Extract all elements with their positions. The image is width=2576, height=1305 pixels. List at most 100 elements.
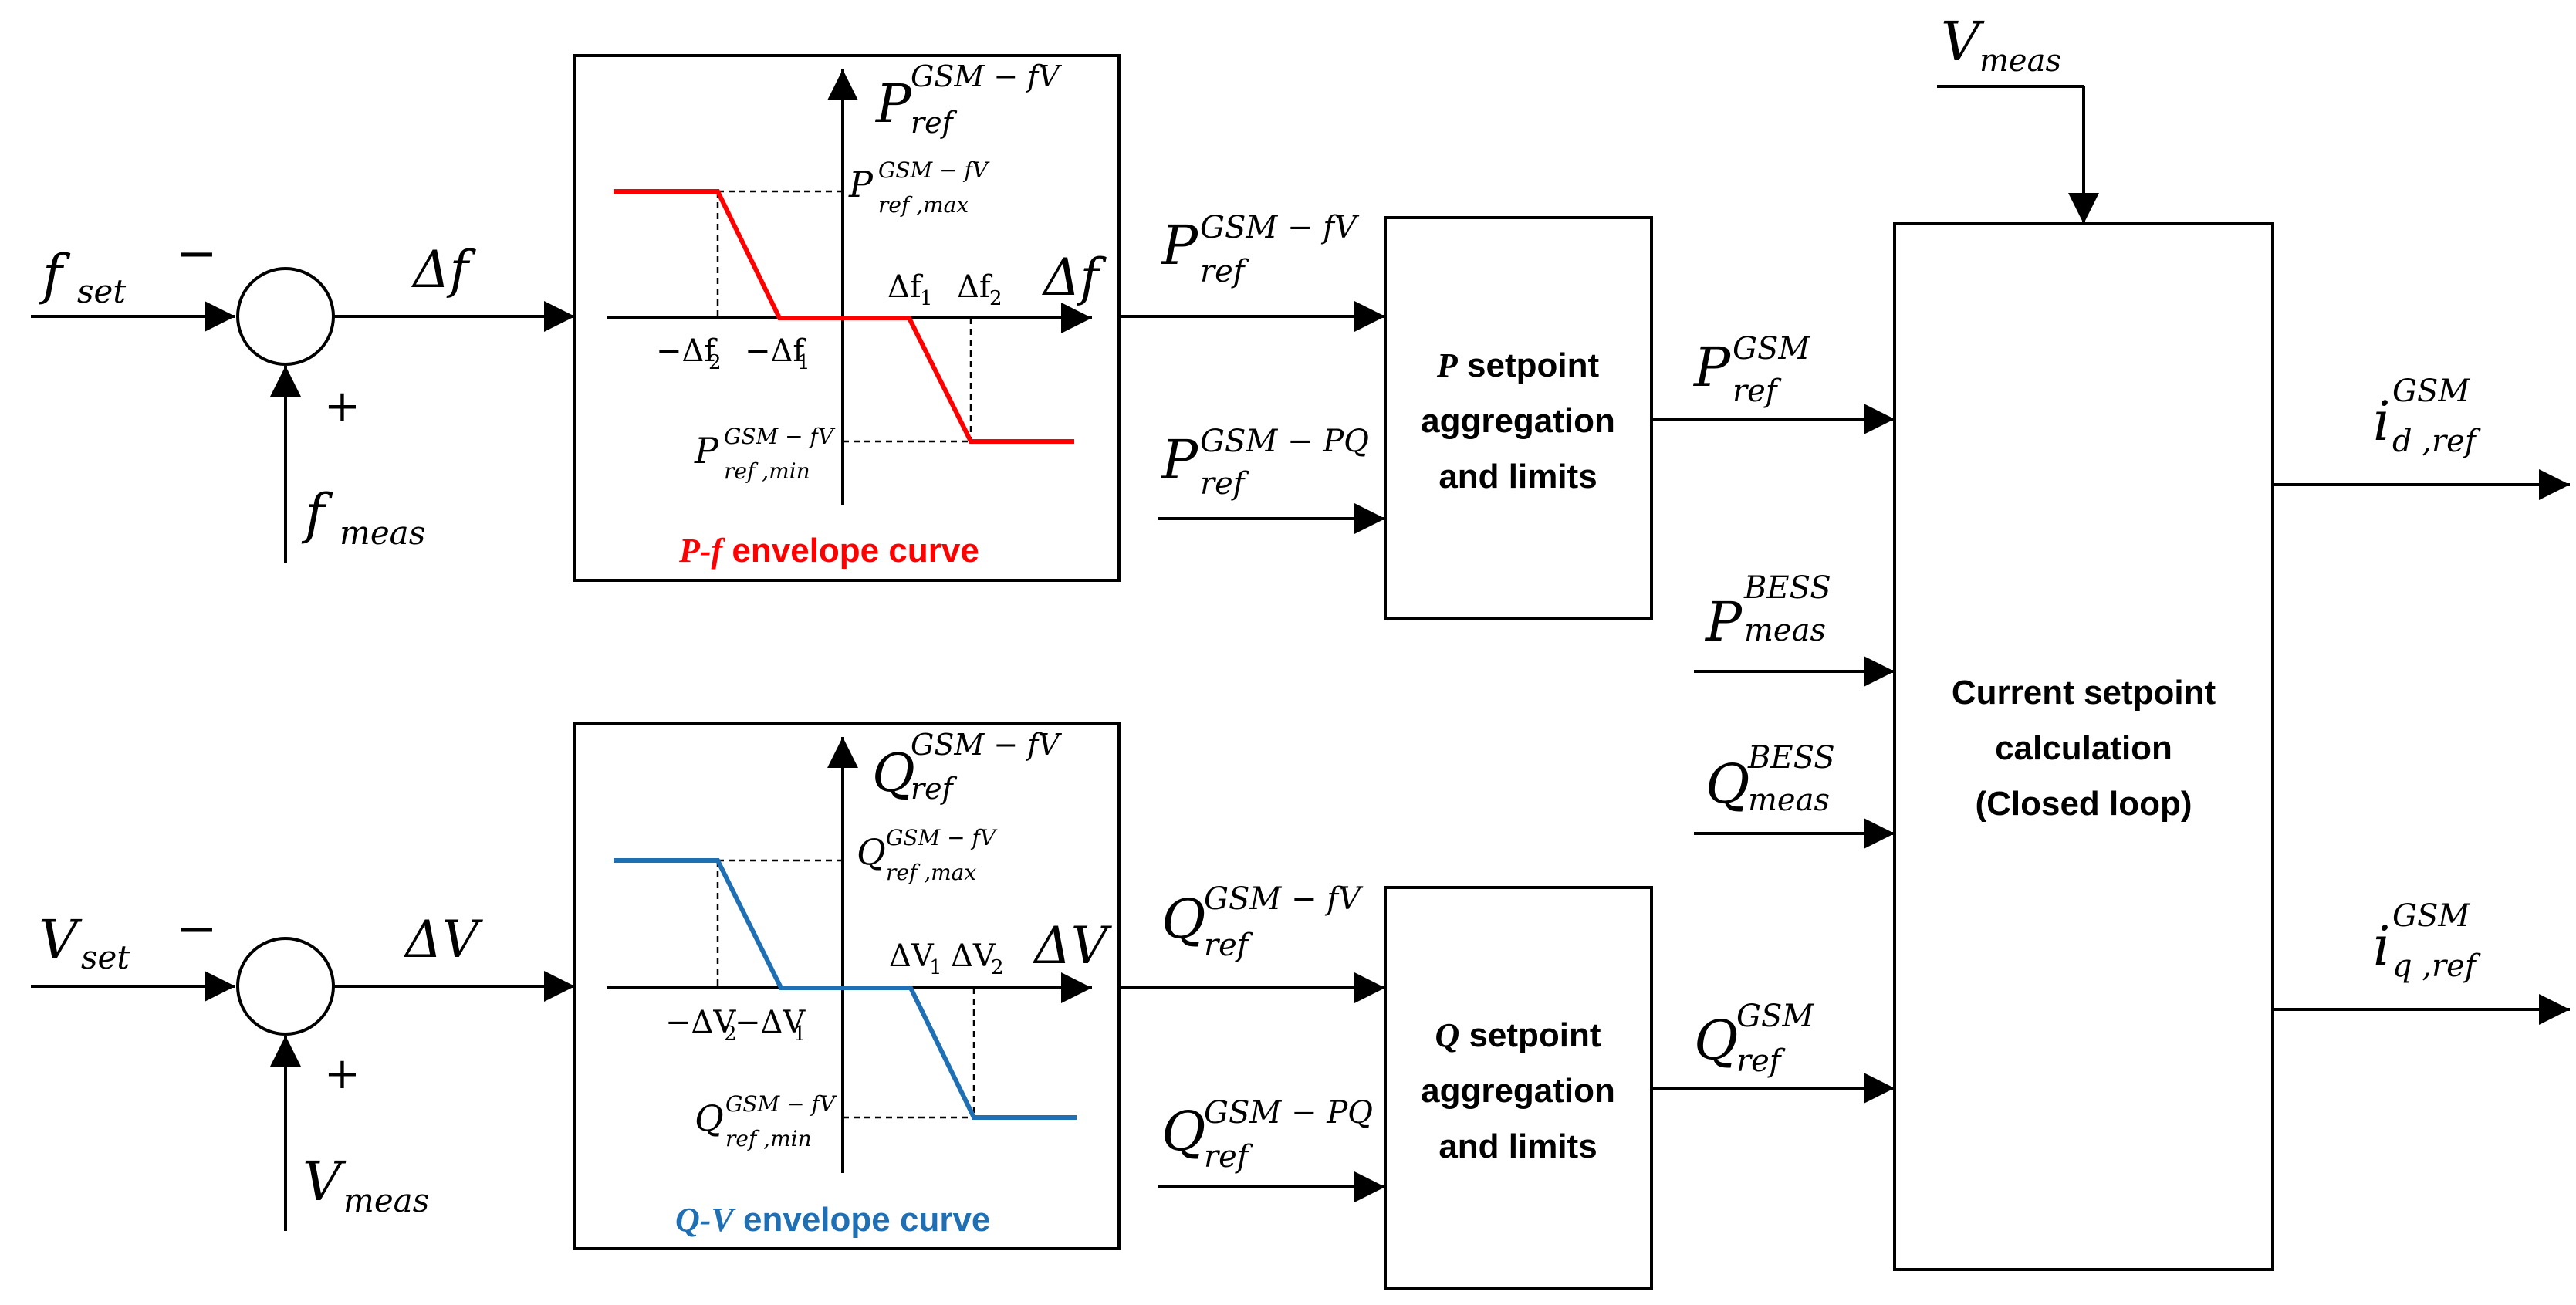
- svg-text:set: set: [77, 272, 126, 310]
- qmeas-bess-label: Q BESS meas: [1706, 740, 1835, 818]
- sum1-plus: +: [324, 381, 360, 431]
- svg-text:ref: ref: [1733, 374, 1782, 409]
- svg-text:1: 1: [793, 1023, 806, 1046]
- pf-tick-neg-df1: −Δf 1: [745, 333, 810, 374]
- qv-caption: Q-V envelope curve: [675, 1201, 990, 1239]
- svg-text:GSM − fV: GSM − fV: [878, 157, 990, 183]
- svg-text:Q: Q: [1706, 752, 1749, 816]
- svg-text:P: P: [1160, 214, 1199, 277]
- qref-pq-label: Q GSM − PQ ref: [1161, 1095, 1373, 1175]
- pf-caption: P-f envelope curve: [678, 532, 979, 570]
- qref-gsm-label: Q GSM ref: [1694, 999, 1814, 1079]
- fmeas-label: f meas: [301, 482, 425, 552]
- id-ref-label: i GSM d ,ref: [2373, 374, 2481, 459]
- pf-tick-df1: Δf 1: [887, 269, 933, 310]
- pref-pq-label: P GSM − PQ ref: [1160, 424, 1369, 502]
- svg-text:BESS: BESS: [1743, 570, 1831, 606]
- svg-text:ref: ref: [1204, 1139, 1253, 1175]
- svg-text:GSM − fV: GSM − fV: [724, 424, 836, 449]
- qv-max-label: Q GSM − fV ref ,max: [857, 825, 998, 885]
- svg-text:−Δf: −Δf: [745, 333, 806, 369]
- pmeas-bess-label: P BESS meas: [1704, 570, 1831, 654]
- pref-gsm-label: P GSM ref: [1692, 331, 1810, 409]
- svg-text:GSM − fV: GSM − fV: [725, 1091, 837, 1117]
- svg-text:meas: meas: [1979, 43, 2061, 79]
- qv-tick-dv1: ΔV 1: [889, 938, 942, 979]
- svg-text:GSM: GSM: [1733, 331, 1810, 367]
- summing-junction-f: [236, 267, 335, 366]
- svg-text:GSM − fV: GSM − fV: [1200, 210, 1360, 245]
- svg-text:ref ,min: ref ,min: [725, 1126, 812, 1151]
- svg-text:q ,ref: q ,ref: [2392, 948, 2481, 984]
- svg-text:meas: meas: [343, 1182, 429, 1219]
- sum1-minus: −: [176, 225, 218, 282]
- fset-label: f set: [39, 243, 126, 310]
- svg-text:ΔV: ΔV: [889, 938, 935, 974]
- svg-text:Δf: Δf: [957, 269, 993, 305]
- pf-max-label: P GSM − fV ref ,max: [848, 157, 990, 218]
- svg-text:ref: ref: [1204, 928, 1253, 963]
- svg-text:i: i: [2373, 915, 2390, 978]
- svg-text:set: set: [81, 938, 130, 976]
- vmeas-top-label: V meas: [1941, 10, 2061, 79]
- svg-text:−ΔV: −ΔV: [735, 1005, 806, 1040]
- sum2-plus: +: [324, 1049, 360, 1099]
- current-line3: (Closed loop): [1975, 785, 2192, 823]
- svg-text:GSM − fV: GSM − fV: [911, 59, 1062, 93]
- svg-text:P: P: [1692, 336, 1732, 399]
- svg-text:ΔV: ΔV: [951, 938, 996, 974]
- svg-text:d ,ref: d ,ref: [2392, 424, 2481, 459]
- svg-text:P: P: [1160, 428, 1199, 492]
- svg-text:GSM: GSM: [2392, 898, 2470, 934]
- svg-text:ref ,max: ref ,max: [878, 192, 969, 218]
- svg-text:2: 2: [708, 351, 722, 374]
- svg-text:1: 1: [797, 351, 810, 374]
- svg-text:Q: Q: [1161, 887, 1205, 951]
- deltav-label: ΔV: [403, 910, 484, 969]
- qv-axis-y-label: Q GSM − fV ref: [872, 728, 1062, 806]
- svg-text:V: V: [303, 1150, 347, 1213]
- pf-tick-neg-df2: −Δf 2: [656, 333, 722, 374]
- svg-text:−Δf: −Δf: [656, 333, 718, 369]
- svg-text:Q: Q: [1694, 1009, 1738, 1072]
- svg-text:ref ,min: ref ,min: [724, 458, 810, 484]
- p-agg-line1: P setpoint: [1436, 347, 1600, 384]
- svg-text:2: 2: [989, 287, 1002, 310]
- svg-text:f: f: [301, 482, 333, 546]
- current-line1: Current setpoint: [1952, 674, 2216, 712]
- q-agg-line2: aggregation: [1421, 1072, 1615, 1110]
- svg-text:1: 1: [929, 956, 942, 979]
- svg-text:V: V: [1941, 10, 1985, 73]
- pf-min-label: P GSM − fV ref ,min: [694, 424, 836, 484]
- qv-envelope-curve: [614, 858, 1077, 1120]
- svg-text:GSM: GSM: [1736, 999, 1814, 1034]
- pref-fv-label: P GSM − fV ref: [1160, 210, 1360, 289]
- svg-text:f: f: [39, 243, 71, 306]
- qv-tick-neg-dv1: −ΔV 1: [735, 1005, 806, 1046]
- q-agg-line1: Q setpoint: [1435, 1016, 1601, 1054]
- pf-envelope-curve: [614, 189, 1074, 444]
- q-agg-line3: and limits: [1438, 1128, 1597, 1165]
- deltaf-label: Δf: [411, 240, 477, 299]
- svg-text:P: P: [694, 430, 719, 472]
- p-agg-line3: and limits: [1438, 458, 1597, 495]
- svg-text:ref: ref: [1736, 1043, 1786, 1079]
- svg-text:P: P: [1704, 590, 1743, 654]
- svg-text:Q: Q: [1161, 1100, 1205, 1163]
- svg-text:meas: meas: [340, 514, 425, 552]
- svg-text:ref: ref: [1200, 466, 1249, 502]
- svg-text:Q: Q: [872, 743, 915, 804]
- svg-text:GSM − fV: GSM − fV: [886, 825, 998, 850]
- qref-fv-label: Q GSM − fV ref: [1161, 881, 1364, 963]
- pf-tick-df2: Δf 2: [957, 269, 1002, 310]
- qv-tick-neg-dv2: −ΔV 2: [665, 1005, 737, 1046]
- svg-text:1: 1: [920, 287, 933, 310]
- svg-text:ref: ref: [911, 106, 958, 140]
- summing-junction-v: [236, 937, 335, 1036]
- sum2-minus: −: [176, 901, 218, 958]
- svg-text:2: 2: [991, 956, 1004, 979]
- qv-tick-dv2: ΔV 2: [951, 938, 1004, 979]
- svg-text:ref: ref: [911, 772, 958, 806]
- svg-text:meas: meas: [1744, 613, 1826, 648]
